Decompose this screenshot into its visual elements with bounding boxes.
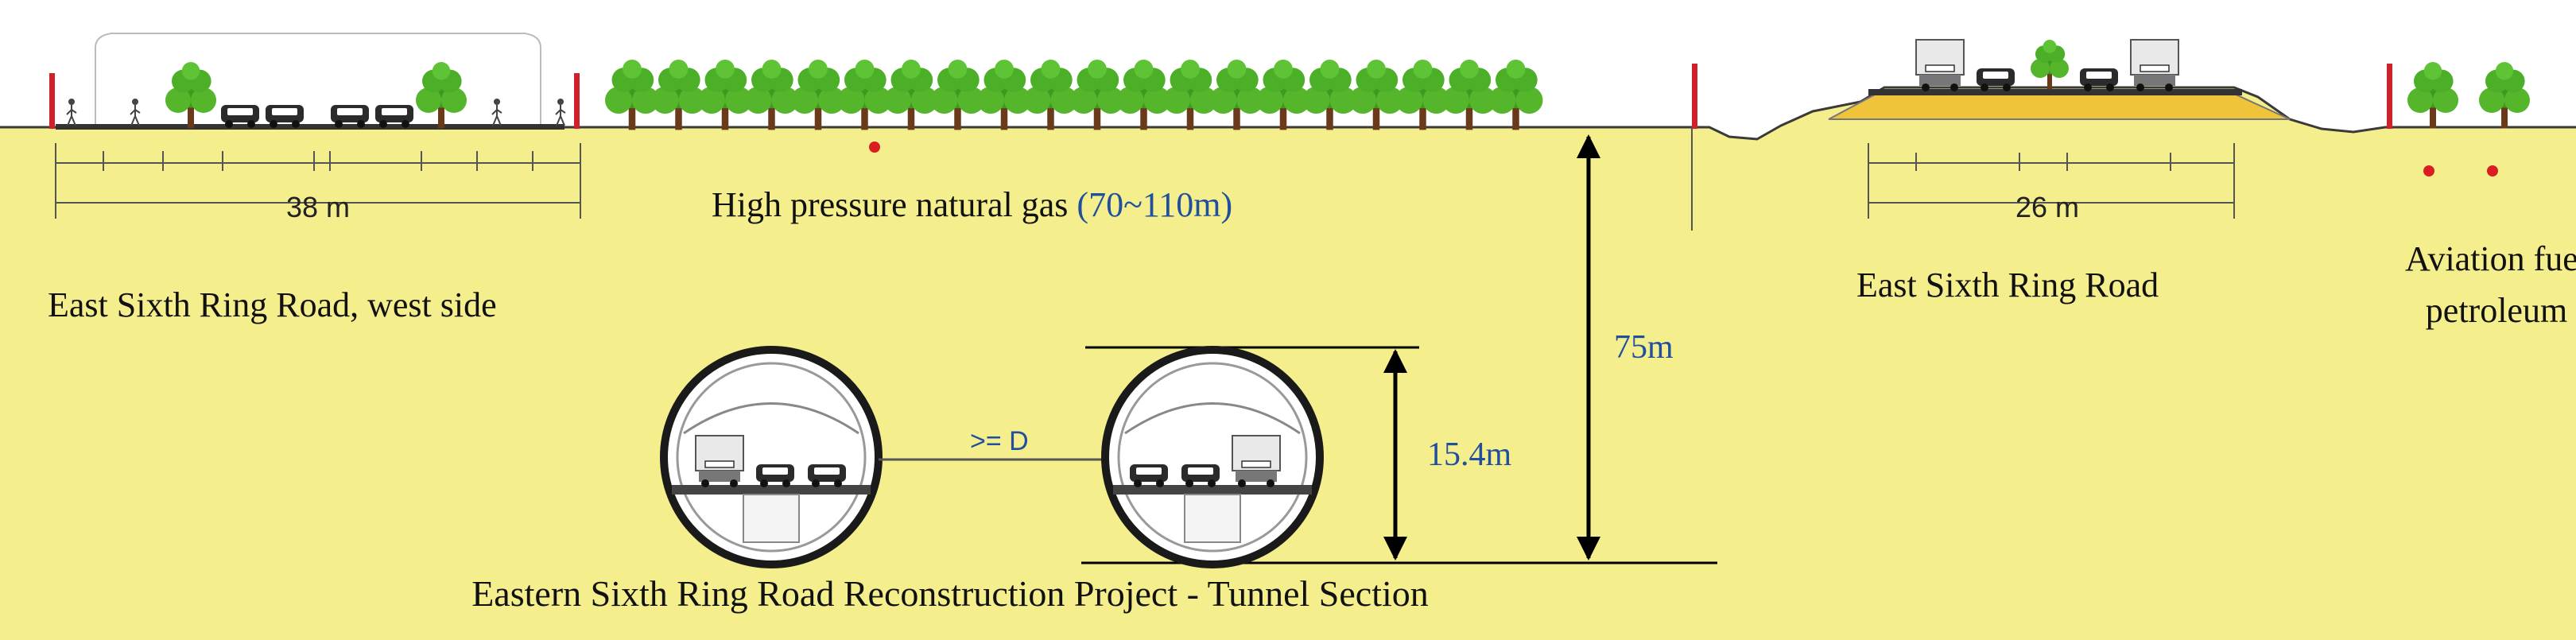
tunnel-left [660,346,883,568]
tree-icon [977,60,1031,130]
tree-icon [2479,62,2530,129]
aviation-label-line1: Aviation fuel [2405,239,2576,278]
spacing-label: >= D [970,426,1029,456]
pipeline-marker-icon [2423,165,2434,176]
tree-icon [1302,60,1357,130]
truck-icon [1915,39,1965,92]
tree-icon [1488,60,1543,130]
pedestrian-icon [66,98,77,126]
tree-icon [1442,60,1496,130]
ground-line [0,86,2576,141]
tree-icon [698,60,752,130]
tree-icon [1023,60,1078,130]
tree-icon [791,60,845,130]
east-road-label: East Sixth Ring Road [1856,266,2159,304]
tree-row [605,60,1543,130]
tree-icon [1070,60,1124,130]
tree-icon [1163,60,1217,130]
tree-icon [651,60,706,130]
tree-icon [1116,60,1171,130]
pipeline-marker-icon [2487,165,2498,176]
west-road-section: 38 m [49,33,581,223]
tree-icon [1395,60,1450,130]
west-dimension-bar [55,143,581,219]
west-road-label: East Sixth Ring Road, west side [48,285,497,324]
pole-icon [574,73,580,129]
east-road-section: 26 m [1828,39,2291,223]
east-dimension-bar [1868,143,2235,219]
west-road-deck [56,124,564,130]
truck-icon [695,435,744,488]
east-width-label: 26 m [2015,191,2079,223]
truck-icon [1232,435,1281,488]
depth-label: 75m [1614,329,1674,366]
pipeline-marker-icon [869,142,880,153]
tree-icon [930,60,985,130]
tunnel-right [1101,346,1324,568]
east-road-deck [1868,89,2242,95]
aviation-label-line2: petroleum [2426,291,2567,330]
tree-icon [884,60,938,130]
pedestrian-icon [555,98,566,126]
tree-icon [744,60,799,130]
tree-icon [1349,60,1403,130]
tree-icon [1256,60,1310,130]
gas-label: High pressure natural gas (70~110m) [712,185,1232,224]
tree-icon [837,60,892,130]
gas-label-prefix: High pressure natural gas [712,185,1077,224]
pole-icon [49,73,55,129]
embankment [1828,93,2291,120]
caption: Eastern Sixth Ring Road Reconstruction P… [471,573,1429,614]
west-road-canopy [95,33,541,127]
gas-range-label: (70~110m) [1077,185,1232,224]
tree-icon [1209,60,1264,130]
tree-icon [2031,39,2069,90]
truck-icon [2130,39,2179,92]
tree-icon [605,60,659,130]
tree-icon [2407,62,2458,129]
west-width-label: 38 m [286,191,350,223]
pole-icon [2387,64,2392,129]
soil-background [0,87,2576,640]
pole-icon [1692,64,1697,129]
diameter-label: 15.4m [1427,436,1512,473]
